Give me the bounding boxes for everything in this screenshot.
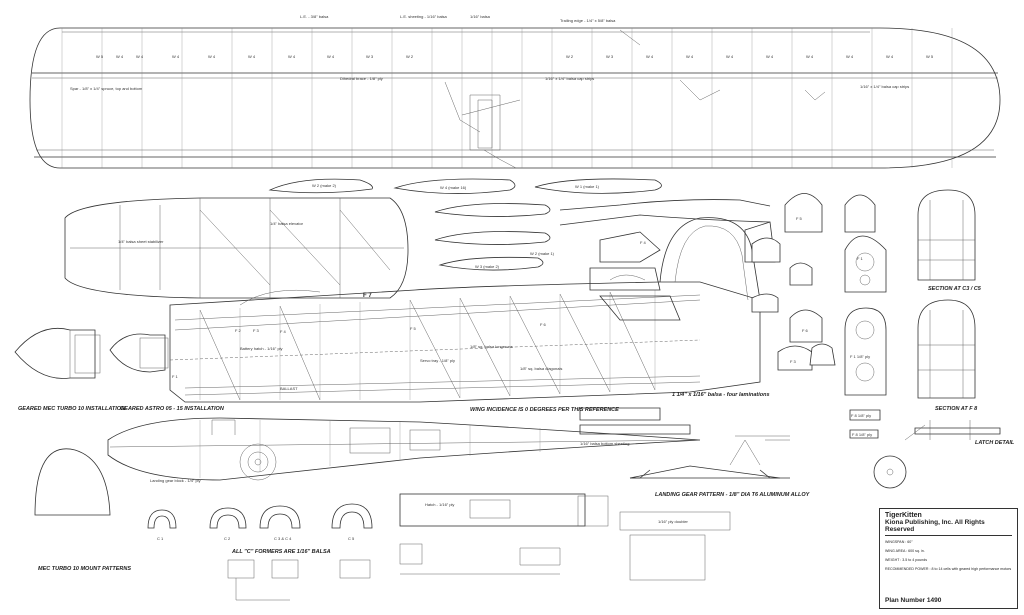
landing-gear: LANDING GEAR PATTERN - 1/8" DIA T6 ALUMI…: [619, 435, 811, 581]
install-note: GEARED ASTRO 05 - 15 INSTALLATION: [120, 406, 225, 412]
wing-rib-templates: W 2 (make 2) W 4 (make 16) W 1 (make 1) …: [268, 178, 662, 271]
rib-label: W 4: [886, 54, 894, 59]
fuselage-sections: SECTION AT C3 / C5 SECTION AT F 8 LATCH …: [904, 189, 1015, 446]
former-label: C 1: [157, 536, 164, 541]
former-label: F 6: [802, 328, 809, 333]
section-label: SECTION AT C3 / C5: [928, 286, 982, 292]
rib-label: W 4: [806, 54, 814, 59]
former-label: F 8 1/8" ply: [851, 413, 871, 418]
wing-note: L.E. sheeting - 1/16" balsa: [400, 14, 448, 19]
motor-installations: GEARED MEC TURBO 10 INSTALLATION GEARED …: [14, 327, 225, 412]
former-label: F 2: [235, 328, 242, 333]
former-label: C 2: [224, 536, 231, 541]
wing-note: L.E. - 3/8" balsa: [300, 14, 329, 19]
wing-incidence-note: WING INCIDENCE IS 0 DEGREES PER THIS REF…: [470, 407, 619, 413]
plan-number: Plan Number 1490: [885, 597, 942, 604]
rib-label: W 4: [726, 54, 734, 59]
wing-rib-labels: W 5 W 4 W 4 W 4 W 4 W 4 W 4 W 4 W 3 W 2 …: [70, 14, 934, 91]
rib-template-label: W 2 (make 2): [312, 183, 337, 188]
cowl-outline: MEC TURBO 10 MOUNT PATTERNS: [34, 448, 131, 572]
fuse-note: 1/8" sq. balsa longerons: [470, 344, 513, 349]
section-label: SECTION AT F 8: [935, 406, 978, 412]
sheet-note: Hatch - 1/16" ply: [425, 502, 454, 507]
former-label: F 3: [790, 359, 797, 364]
title-block: TigerKitten Kiona Publishing, Inc. All R…: [879, 508, 1018, 609]
rib-label: W 4: [686, 54, 694, 59]
gear-note: LANDING GEAR PATTERN - 1/8" DIA T6 ALUMI…: [655, 492, 811, 498]
wing-note: 1/16" balsa: [470, 14, 491, 19]
fuse-note: 1/16" balsa bottom sheeting: [580, 441, 629, 446]
wing-area-spec: WING AREA : 600 sq. in.: [885, 549, 925, 553]
former-label: F 8 1/8" ply: [852, 432, 872, 437]
install-note: GEARED MEC TURBO 10 INSTALLATION: [18, 406, 126, 412]
fuselage-side-view: F 7 F 2 F 3 F 4 F 5 F 6 F 1 1 1/4" x 1/1…: [169, 217, 770, 413]
rib-label: W 4: [208, 54, 216, 59]
wing-note: 1/16" x 1/4" balsa cap strips: [545, 76, 594, 81]
former-label: F 1: [172, 374, 179, 379]
former-label: F 1 1/8" ply: [850, 354, 870, 359]
rib-label: W 4: [327, 54, 335, 59]
tail-label: F 4: [640, 240, 647, 245]
title-divider: [885, 535, 1012, 536]
former-label: C 3 & C 4: [274, 536, 292, 541]
misc-parts: [169, 339, 701, 473]
wing-note: Trailing edge - 1/4" x 5/8" balsa: [560, 18, 616, 23]
former-label: F 3: [253, 328, 260, 333]
latch-label: LATCH DETAIL: [975, 440, 1015, 446]
rib-label: W 4: [172, 54, 180, 59]
publisher-line: Kiona Publishing, Inc. All Rights Reserv…: [885, 519, 985, 533]
gear-note: 1/16" ply doubler: [658, 519, 689, 524]
lamination-note: 1 1/4" x 1/16" balsa - four laminations: [672, 392, 770, 398]
rib-label: W 2: [406, 54, 414, 59]
former-label: F 7: [363, 293, 372, 299]
fuse-note: Landing gear block - 1/4" ply: [150, 478, 201, 483]
rib-template-label: W 1 (make 1): [575, 184, 600, 189]
rib-label: W 4: [646, 54, 654, 59]
wing-note: Spar - 1/8" x 1/4" spruce, top and botto…: [70, 86, 143, 91]
power-spec: RECOMMENDED POWER : 8 to 14 cells with g…: [885, 567, 1012, 571]
rib-label: W 5: [926, 54, 934, 59]
rib-template-label: W 3 (make 2): [475, 264, 500, 269]
weight-spec: WEIGHT : 3.5 to 4 pounds: [885, 558, 928, 562]
rib-label: W 4: [248, 54, 256, 59]
formers-note: ALL "C" FORMERS ARE 1/16" BALSA: [231, 549, 331, 555]
rib-label: W 3: [366, 54, 374, 59]
wing-note: Dihedral brace - 1/8" ply: [340, 76, 383, 81]
wingspan-spec: WINGSPAN : 60": [885, 540, 913, 544]
former-label: F 4: [280, 329, 287, 334]
model-name: TigerKitten: [885, 512, 922, 519]
former-templates: F 5 F 6 F 3 F 1 F 1 1/8" ply F 8 1/8" pl…: [751, 193, 907, 489]
former-label: F 6: [540, 322, 547, 327]
rib-label: W 4: [766, 54, 774, 59]
former-label: C 5: [348, 536, 355, 541]
rib-label: W 4: [288, 54, 296, 59]
rib-label: W 2: [566, 54, 574, 59]
sheet-patterns: Hatch - 1/16" ply: [399, 493, 609, 575]
rib-label: W 4: [846, 54, 854, 59]
rib-label: W 5: [96, 54, 104, 59]
former-label: F 1: [857, 256, 864, 261]
mount-pattern-note: MEC TURBO 10 MOUNT PATTERNS: [38, 566, 131, 572]
fuse-note: 1/4" balsa elevator: [270, 221, 304, 226]
fuse-note: 1/8" sq. balsa diagonals: [520, 366, 562, 371]
fuse-note: 1/4" balsa sheet stabilizer: [118, 239, 164, 244]
former-label: F 5: [410, 326, 417, 331]
former-label: F 5: [796, 216, 803, 221]
wing-plan: [29, 27, 1001, 169]
wing-note: 1/16" x 1/4" balsa cap strips: [860, 84, 909, 89]
c-formers: C 1 C 2 C 3 & C 4 C 5 ALL "C" FORMERS AR…: [147, 503, 373, 601]
rib-label: W 4: [116, 54, 124, 59]
tail-parts: F 4 F 6: [559, 199, 776, 435]
fuse-note: BALLAST: [280, 386, 298, 391]
fuse-note: Battery hatch - 1/16" ply: [240, 346, 283, 351]
fuselage-top-view: 1/4" balsa sheet stabilizer 1/4" balsa e…: [64, 197, 409, 299]
rib-template-label: W 4 (make 16): [440, 185, 467, 190]
rib-label: W 4: [136, 54, 144, 59]
rib-template-label: W 2 (make 1): [530, 251, 555, 256]
fuselage-bottom-view: 1/16" balsa bottom sheeting Landing gear…: [107, 417, 701, 483]
rib-label: W 3: [606, 54, 614, 59]
fuse-note: Servo tray - 1/8" ply: [420, 358, 455, 363]
